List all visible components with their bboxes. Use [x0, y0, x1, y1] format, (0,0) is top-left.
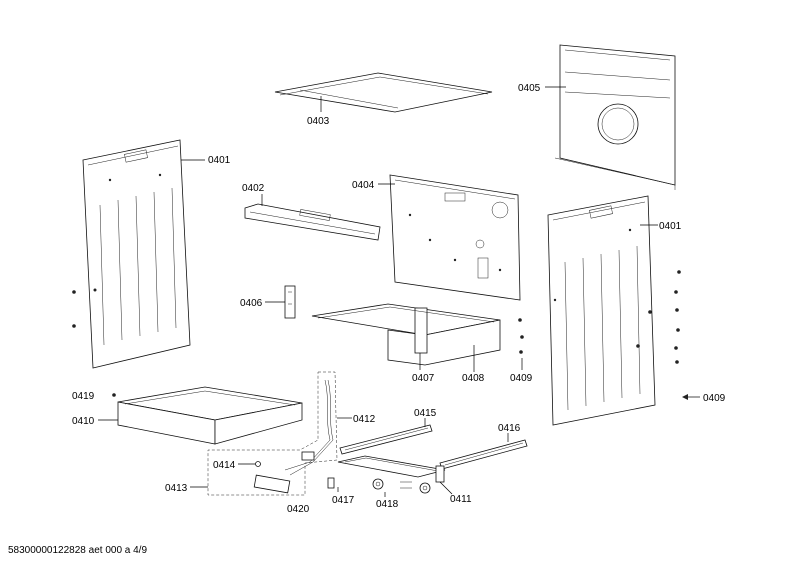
part-0406-small-bracket — [265, 285, 296, 319]
part-0419-screw — [112, 393, 116, 397]
part-0407-0408-bottom-tray — [311, 303, 501, 372]
part-0417-clip — [327, 477, 339, 492]
label-0412: 0412 — [353, 414, 376, 425]
part-0411-bottom-frame — [337, 455, 453, 495]
label-0410: 0410 — [72, 416, 95, 427]
part-0414-screw — [238, 461, 261, 467]
label-0403: 0403 — [307, 116, 330, 127]
part-0404-rear-panel — [378, 174, 521, 301]
part-0402-bracket — [244, 194, 381, 241]
label-0401-left: 0401 — [208, 155, 231, 166]
part-0418-grommets — [372, 478, 431, 497]
label-0413: 0413 — [165, 483, 188, 494]
label-0418: 0418 — [376, 499, 399, 510]
label-0404: 0404 — [352, 180, 375, 191]
document-id-footer: 58300000122828 aet 000 a 4/9 — [8, 545, 148, 556]
label-0406: 0406 — [240, 298, 263, 309]
label-0417: 0417 — [332, 495, 355, 506]
label-0408: 0408 — [462, 373, 485, 384]
part-0401-right-side-panel — [547, 195, 658, 426]
label-0407: 0407 — [412, 373, 435, 384]
label-0414: 0414 — [213, 460, 236, 471]
label-0409-right: 0409 — [703, 393, 726, 404]
part-0416-rail — [439, 433, 528, 470]
label-0411: 0411 — [450, 494, 472, 505]
label-0420: 0420 — [287, 504, 310, 515]
part-0409-screws — [72, 270, 700, 400]
label-0415: 0415 — [414, 408, 437, 419]
part-0401-left-side-panel — [82, 139, 205, 369]
label-0402: 0402 — [242, 183, 265, 194]
label-0405: 0405 — [518, 83, 541, 94]
part-0415-rail — [339, 418, 433, 455]
part-0410-drawer — [98, 386, 303, 445]
label-0416: 0416 — [498, 423, 521, 434]
label-0409-center: 0409 — [510, 373, 533, 384]
label-0401-right: 0401 — [659, 221, 682, 232]
label-0419: 0419 — [72, 391, 95, 402]
part-0405-back-panel — [545, 44, 676, 190]
part-0403-top-cover — [274, 72, 493, 113]
part-0412-0413-wiring-harness — [190, 371, 352, 496]
